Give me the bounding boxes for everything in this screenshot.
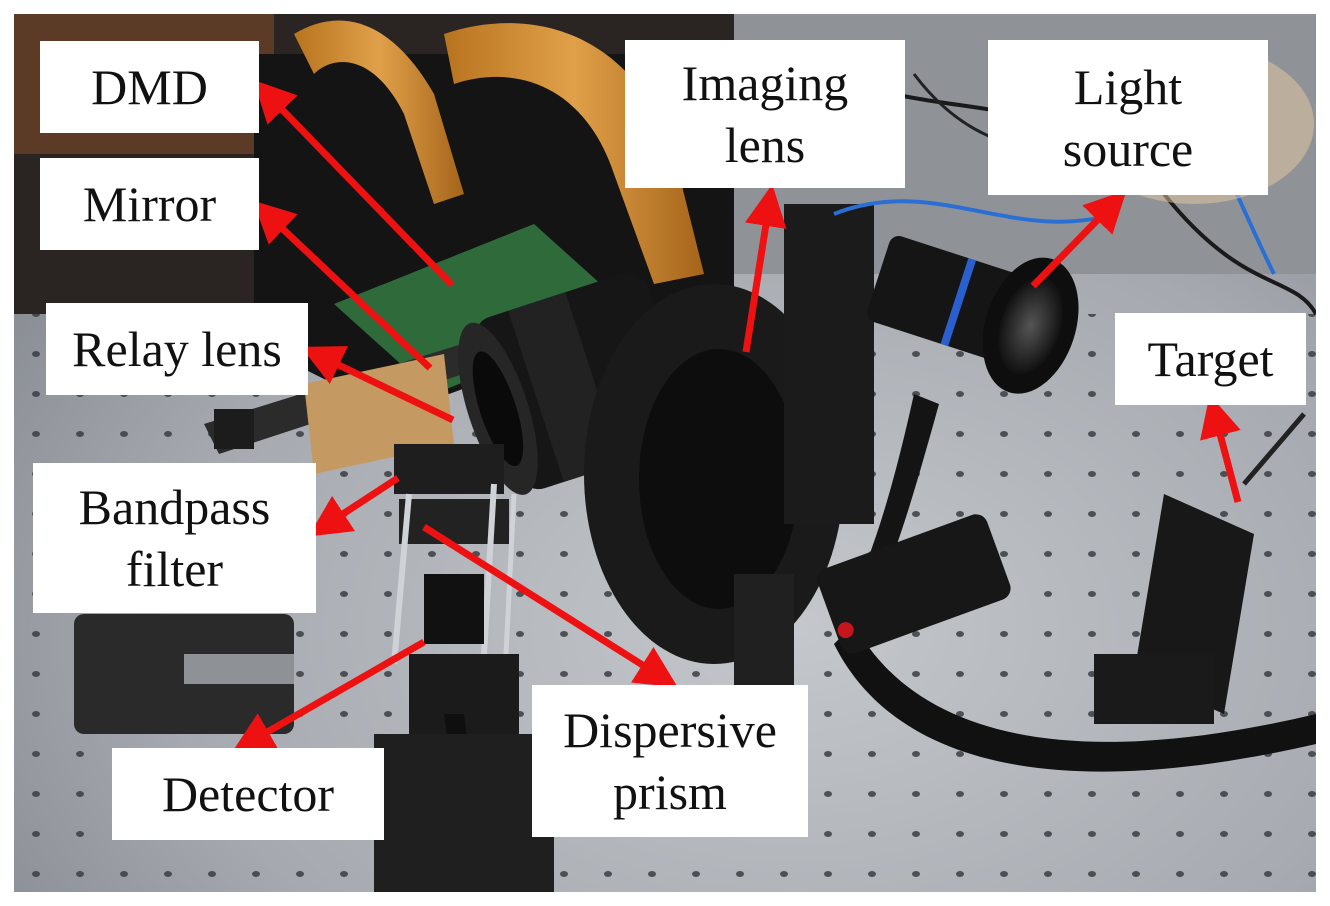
label-target: Target xyxy=(1115,313,1306,405)
label-light-line1: Light xyxy=(1073,58,1183,115)
label-mirror-text: Mirror xyxy=(82,176,217,232)
label-light-source: Light source xyxy=(988,40,1268,195)
label-target-text: Target xyxy=(1147,331,1274,387)
label-dmd: DMD xyxy=(40,41,259,133)
label-light-line2: source xyxy=(1062,120,1194,177)
label-bandpass-line1: Bandpass xyxy=(78,479,271,535)
label-relay-lens: Relay lens xyxy=(46,303,308,395)
label-detector: Detector xyxy=(112,748,384,840)
label-bandpass-line2: filter xyxy=(125,541,224,597)
label-dmd-text: DMD xyxy=(91,59,208,115)
label-bandpass-filter: Bandpass filter xyxy=(33,463,316,613)
label-dispersive-line2: prism xyxy=(613,764,727,820)
label-imaging-line1: Imaging xyxy=(681,55,849,111)
label-mirror: Mirror xyxy=(40,158,259,250)
label-relay-lens-text: Relay lens xyxy=(72,321,282,377)
label-detector-text: Detector xyxy=(161,766,335,822)
label-imaging-lens: Imaging lens xyxy=(625,40,905,188)
label-dispersive-line1: Dispersive xyxy=(563,702,777,758)
label-dispersive-prism: Dispersive prism xyxy=(532,685,808,837)
label-imaging-line2: lens xyxy=(724,117,806,173)
